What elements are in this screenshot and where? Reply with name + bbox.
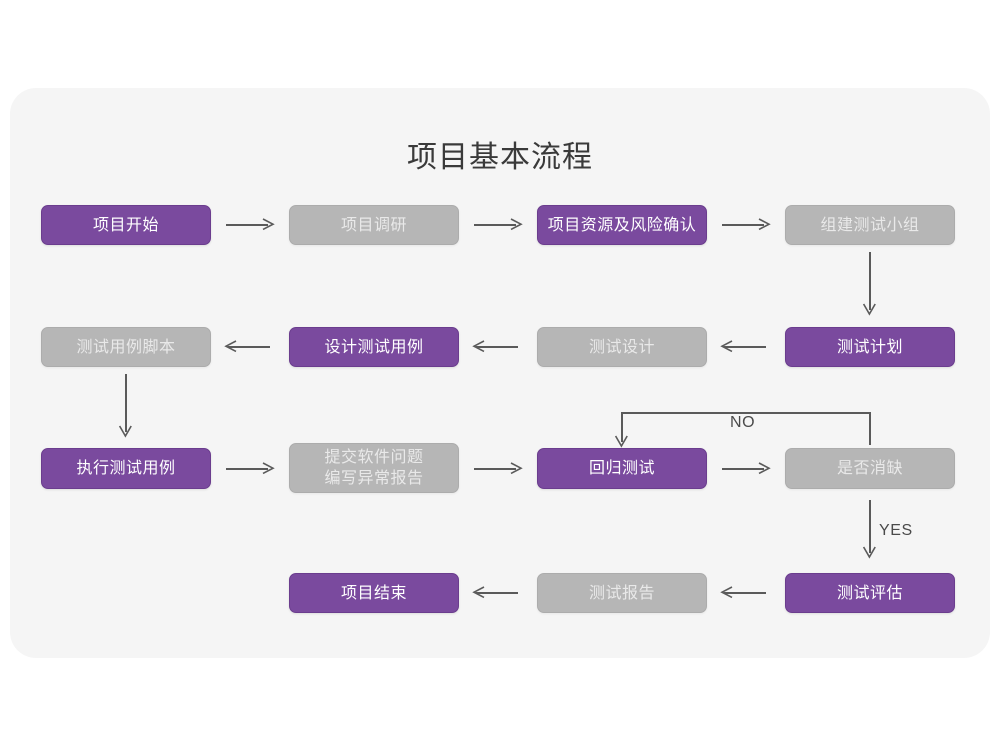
arrow-line-n13-n14 — [724, 592, 766, 594]
arrow-head-right-n2-n3 — [510, 218, 524, 232]
node-label: 测试用例脚本 — [76, 338, 176, 356]
arrow-head-right-n11-n12 — [758, 462, 772, 476]
node-label: 项目开始 — [92, 216, 159, 234]
arrow-head-left-n6-n7 — [472, 340, 487, 354]
arrow-line-n11-n12 — [722, 468, 764, 470]
arrow-line-n2-n3 — [474, 224, 516, 226]
arrow-head-left-n13-n14 — [720, 586, 735, 600]
arrow-line-n5-n6 — [724, 346, 766, 348]
node-label: 测试计划 — [836, 338, 903, 356]
arrow-line-n8-n9 — [125, 374, 127, 432]
arrow-head-right-n3-n4 — [758, 218, 772, 232]
arrow-head-right-n1-n2 — [262, 218, 276, 232]
arrow-line-n14-n15 — [476, 592, 518, 594]
node-submit-defect-report[interactable]: 提交软件问题 编写异常报告 — [289, 443, 459, 493]
node-label: 回归测试 — [588, 460, 655, 477]
node-test-plan[interactable]: 测试计划 — [785, 327, 955, 367]
arrow-line-n6-n7 — [476, 346, 518, 348]
arrow-line-n7-n8 — [228, 346, 270, 348]
node-test-report[interactable]: 测试报告 — [537, 573, 707, 613]
no-loop-segment-top — [621, 412, 870, 414]
node-project-research[interactable]: 项目调研 — [289, 205, 459, 245]
node-label-line1: 提交软件问题 — [324, 449, 424, 466]
node-label: 测试报告 — [588, 584, 655, 602]
node-design-test-case[interactable]: 设计测试用例 — [289, 327, 459, 367]
node-label: 组建测试小组 — [820, 216, 920, 234]
node-test-design[interactable]: 测试设计 — [537, 327, 707, 367]
arrow-line-n3-n4 — [722, 224, 764, 226]
arrow-head-right-n9-n10 — [262, 462, 276, 476]
node-label: 项目结束 — [340, 584, 407, 602]
page-title: 项目基本流程 — [407, 141, 593, 174]
node-regression-test[interactable]: 回归测试 — [537, 448, 707, 489]
node-label-line2: 编写异常报告 — [324, 470, 424, 487]
node-label: 是否消缺 — [836, 460, 903, 477]
node-label: 执行测试用例 — [76, 460, 176, 477]
node-test-evaluation[interactable]: 测试评估 — [785, 573, 955, 613]
arrow-head-left-n7-n8 — [224, 340, 239, 354]
arrow-head-down-n4-n5 — [862, 303, 876, 317]
arrow-head-down-no-loop — [614, 435, 628, 449]
arrow-line-n10-n11 — [474, 468, 516, 470]
arrow-head-down-yes — [862, 546, 876, 560]
diagram-canvas — [10, 88, 990, 658]
arrow-head-left-n5-n6 — [720, 340, 735, 354]
edge-label-no: NO — [730, 414, 756, 431]
edge-label-yes: YES — [879, 522, 913, 539]
node-project-start[interactable]: 项目开始 — [41, 205, 211, 245]
arrow-line-n4-n5 — [869, 252, 871, 310]
node-label: 设计测试用例 — [324, 338, 424, 356]
arrow-head-right-n10-n11 — [510, 462, 524, 476]
node-label: 项目资源及风险确认 — [547, 216, 697, 234]
node-test-case-script[interactable]: 测试用例脚本 — [41, 327, 211, 367]
node-resource-risk-confirm[interactable]: 项目资源及风险确认 — [537, 205, 707, 245]
no-loop-segment-right — [869, 412, 871, 445]
node-project-end[interactable]: 项目结束 — [289, 573, 459, 613]
node-label: 测试评估 — [836, 584, 903, 602]
node-label: 项目调研 — [340, 216, 407, 234]
arrow-line-n9-n10 — [226, 468, 268, 470]
arrow-head-down-n8-n9 — [118, 425, 132, 439]
node-defect-cleared[interactable]: 是否消缺 — [785, 448, 955, 489]
node-execute-test-case[interactable]: 执行测试用例 — [41, 448, 211, 489]
arrow-line-n1-n2 — [226, 224, 268, 226]
arrow-head-left-n14-n15 — [472, 586, 487, 600]
node-form-test-team[interactable]: 组建测试小组 — [785, 205, 955, 245]
node-label: 测试设计 — [588, 338, 655, 356]
arrow-line-n12-n13 — [869, 500, 871, 553]
no-loop-segment-left — [621, 412, 623, 442]
